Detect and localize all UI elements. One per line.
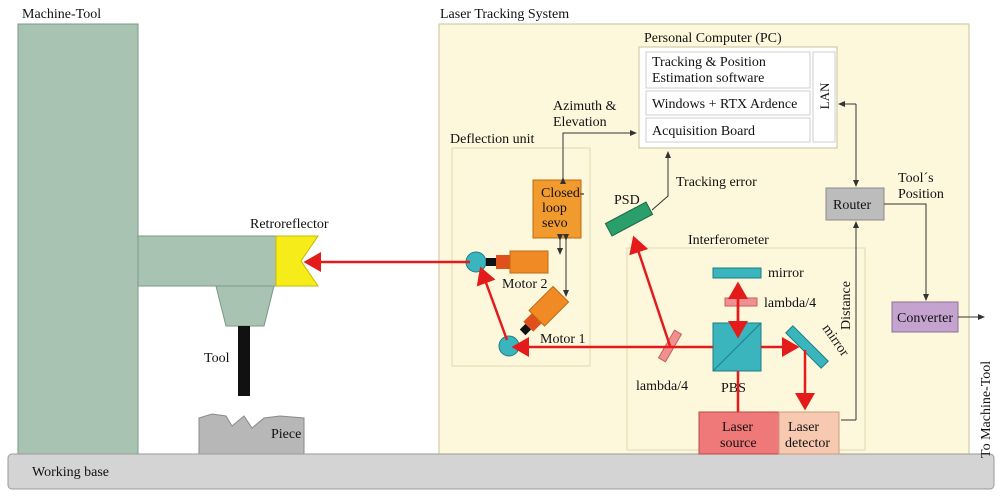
motor2-coupling (496, 255, 510, 269)
acquisition-board-label: Acquisition Board (652, 124, 755, 139)
working-base-label: Working base (32, 465, 109, 480)
windows-rtx-label: Windows + RTX Ardence (652, 97, 797, 112)
tracking-software-line2: Estimation software (652, 71, 764, 86)
mirror-top-label: mirror (768, 266, 804, 281)
tool-label: Tool (204, 351, 230, 366)
machine-tool-title: Machine-Tool (22, 7, 101, 22)
tools-position-line2: Position (898, 187, 944, 202)
motor2-body (509, 250, 549, 274)
measurement-mirror (785, 325, 829, 369)
motor1-label: Motor 1 (540, 332, 586, 347)
tracking-software-box (645, 51, 811, 89)
tracking-software-line1: Tracking & Position (652, 55, 766, 70)
beam-lambda-to-psd (629, 235, 672, 347)
psd-label: PSD (614, 193, 640, 208)
tool-shank (238, 326, 250, 396)
deflection-unit-label: Deflection unit (450, 132, 534, 147)
closed-loop-servo (532, 179, 582, 239)
laser-source-line2: source (720, 436, 757, 451)
psd-sensor (604, 201, 654, 237)
working-base (7, 453, 995, 490)
motor2-label: Motor 2 (502, 277, 548, 292)
distance-label: Distance (839, 281, 854, 330)
laser-tracking-system-title: Laser Tracking System (440, 7, 569, 22)
tool-holder (215, 285, 275, 327)
acquisition-board-box (645, 117, 811, 143)
beam-mirror1-to-mirror2 (476, 266, 509, 341)
lan-label: LAN (817, 82, 832, 109)
pbs-label: PBS (721, 381, 746, 396)
piece-label: Piece (271, 427, 301, 442)
lambda-plate-top (724, 297, 758, 307)
reference-mirror (712, 267, 762, 279)
lambda-top-label: lambda/4 (764, 296, 816, 311)
motor1 (519, 285, 570, 336)
azimuth-line1: Azimuth & (553, 99, 616, 114)
converter-label: Converter (897, 311, 953, 326)
converter-box (891, 301, 959, 333)
retroreflector-label: Retroreflector (250, 217, 329, 232)
azimuth-line2: Elevation (553, 115, 607, 130)
azimuth-elevation-link (560, 130, 637, 184)
motor2-shaft (486, 258, 496, 266)
closed-loop-line3: sevo (542, 216, 568, 231)
laser-detector-line1: Laser (788, 420, 819, 435)
laser-detector (778, 411, 840, 455)
lan-box (812, 51, 836, 143)
laser-source-line1: Laser (722, 420, 753, 435)
router-label: Router (833, 198, 871, 213)
machine-tool-arm (137, 235, 277, 287)
machine-tool-column (17, 23, 139, 455)
lambda-left-label: lambda/4 (636, 379, 688, 394)
laser-detector-line2: detector (785, 436, 830, 451)
pc-title: Personal Computer (PC) (644, 31, 782, 46)
laser-beams (303, 235, 815, 412)
interferometer-label: Interferometer (688, 233, 769, 248)
tracking-error-link (651, 151, 671, 211)
tracking-error-label: Tracking error (676, 175, 757, 190)
router-box (825, 187, 885, 221)
router-converter-link (884, 203, 929, 301)
closed-loop-line1: Closed- (541, 186, 585, 201)
windows-rtx-box (645, 90, 811, 116)
to-machine-tool-label: To Machine-Tool (979, 361, 994, 458)
retroreflector (275, 235, 319, 287)
closed-loop-line2: loop (542, 201, 567, 216)
tools-position-line1: Tool´s (898, 171, 934, 186)
